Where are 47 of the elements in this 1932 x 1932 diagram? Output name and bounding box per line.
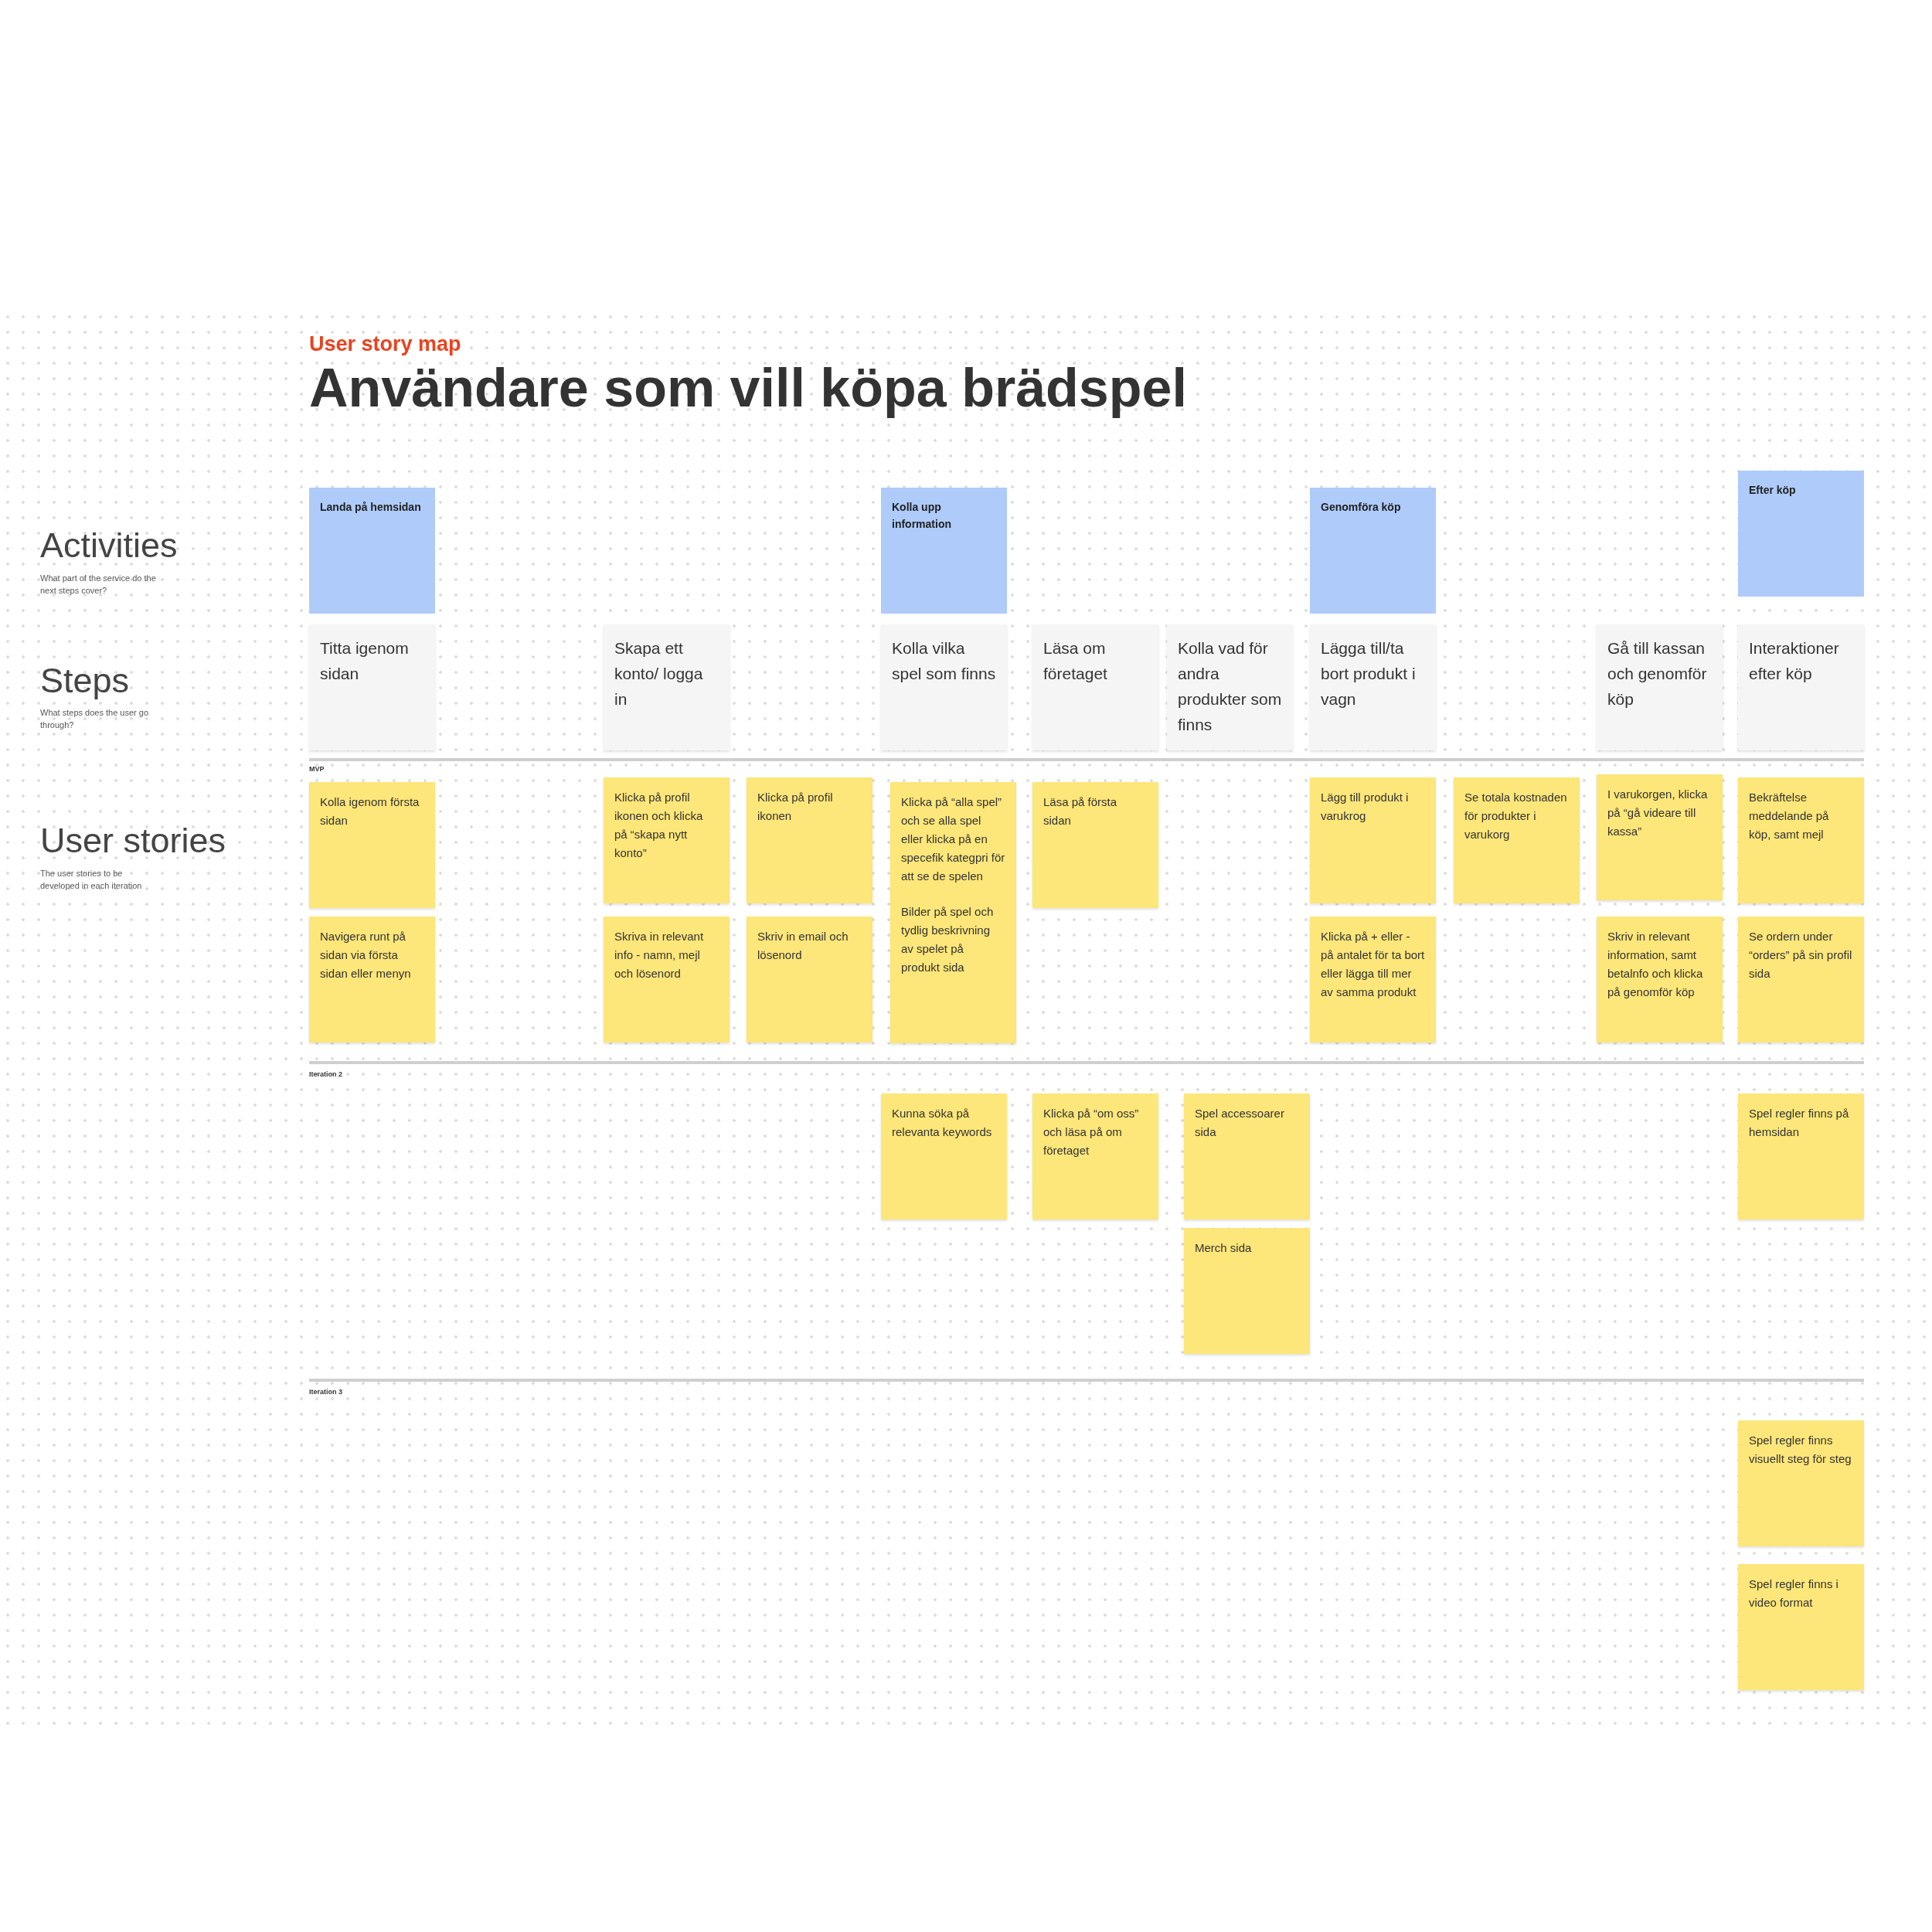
row-heading: Activities — [40, 526, 178, 566]
activity-note: Genomföra köp — [1310, 488, 1436, 614]
story-note: Skriv in email och lösenord — [747, 917, 872, 1043]
story-note: Kunna söka på relevanta keywords — [881, 1094, 1007, 1219]
row-description: What steps does the user go through? — [40, 707, 150, 731]
note-text: Klicka på “alla spel” och se alla spel eller klicka på en specefik kategpri för att se de spelen — [901, 794, 1005, 884]
story-note: Spel regler finns på hemsidan — [1738, 1094, 1864, 1219]
iteration-label: MVP — [309, 765, 325, 773]
story-note: Klicka på profil ikonen och klicka på “skapa nytt konto” — [604, 777, 730, 903]
step-card: Skapa ett konto/ logga in — [604, 624, 730, 750]
note-text: Bilder på spel och tydlig beskrivning av spelet på produkt sida — [901, 904, 995, 975]
story-note — [890, 782, 1016, 1043]
story-note: Läsa på första sidan — [1032, 782, 1158, 908]
row-heading: Steps — [40, 661, 130, 701]
step-card: Kolla vad för andra produkter som finns — [1167, 624, 1293, 750]
story-note: Navigera runt på sidan via första sidan eller menyn — [309, 917, 435, 1043]
story-note: Bekräftelse meddelande på köp, samt mejl — [1738, 777, 1864, 903]
story-note: Klicka på + eller - på antalet för ta bort eller lägga till mer av samma produkt — [1310, 917, 1436, 1043]
story-note: Lägg till produkt i varukrog — [1310, 777, 1436, 903]
story-note: Spel regler finns i video format — [1738, 1564, 1864, 1690]
step-card: Interaktioner efter köp — [1738, 624, 1864, 750]
story-note: Merch sida — [1184, 1228, 1310, 1354]
step-card: Gå till kassan och genomför köp — [1597, 624, 1723, 750]
story-note: Klicka på profil ikonen — [747, 777, 872, 903]
story-note: Skriv in relevant information, samt betalnfo och klicka på genomför köp — [1597, 917, 1723, 1043]
step-card: Läsa om företaget — [1032, 624, 1158, 750]
story-note: Skriva in relevant info - namn, mejl och lösenord — [604, 917, 730, 1043]
row-description: The user stories to be developed in each iteration — [40, 868, 143, 892]
story-note: Kolla igenom första sidan — [309, 782, 435, 908]
iteration-label: Iteration 3 — [309, 1388, 342, 1396]
step-card: Titta igenom sidan — [309, 624, 435, 750]
story-note: Se totala kostnaden för produkter i varukorg — [1454, 777, 1580, 903]
story-note: Spel accessoarer sida — [1184, 1094, 1310, 1219]
iteration-label: Iteration 2 — [309, 1070, 342, 1078]
activity-note: Kolla upp information — [881, 488, 1007, 614]
step-card: Kolla vilka spel som finns — [881, 624, 1007, 750]
activity-note: Efter köp — [1738, 471, 1864, 597]
page-kicker: User story map — [309, 332, 461, 356]
page-title: Användare som vill köpa brädspel — [309, 357, 1187, 419]
story-note: I varukorgen, klicka på “gå videare till kassa” — [1597, 774, 1723, 900]
row-heading: User stories — [40, 821, 226, 861]
story-note: Klicka på “om oss” och läsa på om företaget — [1032, 1094, 1158, 1219]
story-note: Spel regler finns visuellt steg för steg — [1738, 1420, 1864, 1546]
activity-note: Landa på hemsidan — [309, 488, 435, 614]
story-note: Se ordern under “orders” på sin profil sida — [1738, 917, 1864, 1043]
row-description: What part of the service do the next steps cover? — [40, 573, 156, 597]
step-card: Lägga till/ta bort produkt i vagn — [1310, 624, 1436, 750]
